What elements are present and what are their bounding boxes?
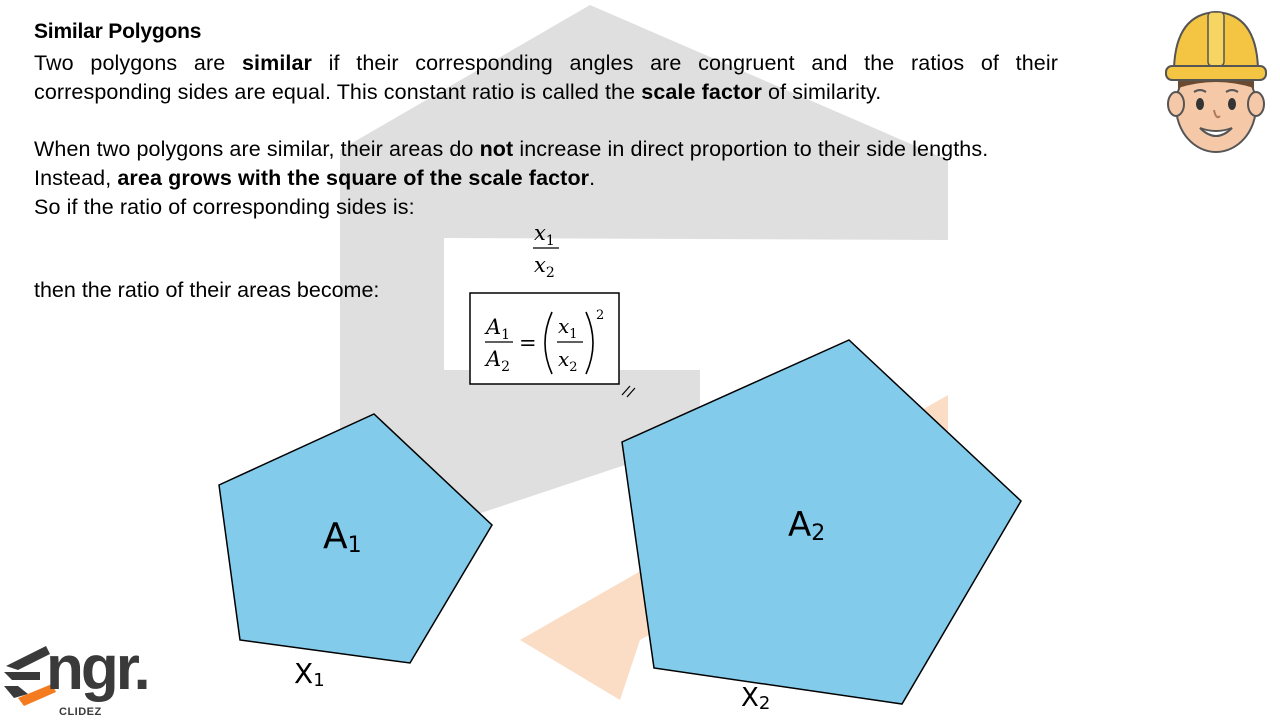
then-line: then the ratio of their areas become:: [34, 278, 380, 302]
bold-term-scale-factor: scale factor: [641, 80, 762, 104]
bold-term-similar: similar: [241, 51, 312, 75]
mascot-eye-left: [1196, 98, 1204, 110]
logo-e-middle: [4, 672, 40, 680]
text-span: if their corresponding angles are congru…: [312, 51, 1058, 75]
bold-term-area-grows: area grows with the square of the scale …: [117, 166, 590, 190]
engr-logo-mark: [4, 646, 56, 706]
mascot-eye-right: [1228, 98, 1236, 110]
text-span: .: [589, 166, 596, 190]
text-span: When two polygons are similar, their are…: [34, 137, 480, 161]
text-span: Two polygons are: [34, 51, 242, 75]
text-span: corresponding sides are equal. This cons…: [34, 80, 642, 104]
text-span: Instead,: [34, 166, 118, 190]
bold-term-not: not: [479, 137, 514, 161]
hard-hat-brim: [1165, 65, 1267, 81]
mascot-smile: [1199, 127, 1233, 137]
definition-paragraph: Two polygons are similar if their corres…: [34, 49, 1058, 107]
text-span: increase in direct proportion to their s…: [513, 137, 989, 161]
page-title: Similar Polygons: [34, 20, 202, 43]
logo-orange-stroke: [18, 684, 56, 706]
text-line: So if the ratio of corresponding sides i…: [34, 195, 415, 219]
logo-text: ngr.: [46, 634, 151, 703]
logo-e-top: [6, 646, 50, 670]
logo-subtitle: CLIDEZ: [59, 706, 102, 718]
logo-e-bottom: [4, 686, 28, 698]
engineer-mascot-icon: [1165, 10, 1267, 153]
text-span: of similarity.: [761, 80, 882, 104]
area-paragraph: When two polygons are similar, their are…: [34, 135, 1058, 222]
